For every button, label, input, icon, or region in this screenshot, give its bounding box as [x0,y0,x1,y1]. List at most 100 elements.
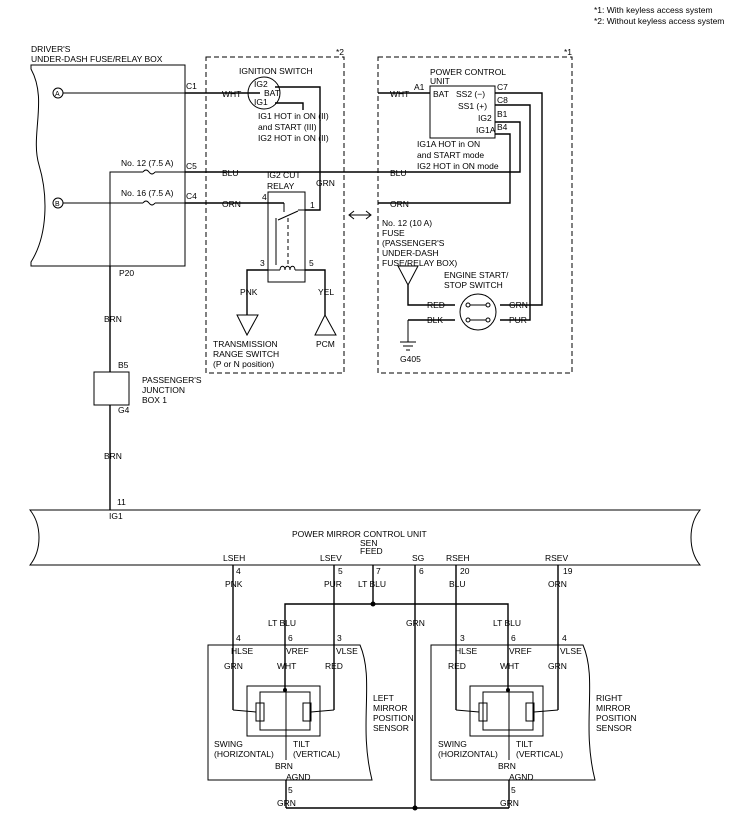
ls-pin-4: 4 [236,633,241,643]
ls-label-4: SENSOR [373,723,409,733]
pcu-ig1a: IG1A [476,125,496,135]
mcu-sen: SEN [360,538,377,548]
mcu-ig1: IG1 [109,511,123,521]
ls-agnd: AGND [286,772,311,782]
box2-mark: *2 [336,47,344,57]
relay-coil-icon [279,265,296,271]
left-mirror-position-sensor: 4 6 3 HLSE VREF VLSE GRN WHT RED LEFT MI… [207,633,414,795]
fuse10-label-2: FUSE [382,228,405,238]
ls-wire-red: RED [325,661,343,671]
ls-swing-2: (HORIZONTAL) [214,749,274,759]
rs-pin-4: 4 [562,633,567,643]
relay-pin-4: 4 [262,192,267,202]
pcu-label-2: UNIT [430,76,450,86]
ls-vref: VREF [286,646,309,656]
pcu-bat: BAT [433,89,449,99]
rs-hlse: HLSE [455,646,478,656]
ig2-cut-relay-icon [267,191,306,283]
wire-orn-mcu: ORN [548,579,567,589]
pin-c1: C1 [186,81,197,91]
pcu-desc-1: IG1A HOT in ON [417,139,480,149]
right-mirror-position-sensor: 3 6 4 HLSE VREF VLSE RED WHT GRN RIGHT M… [430,633,637,795]
mcu-lseh: LSEH [223,553,245,563]
ign-desc-1: IG1 HOT in ON (II) [258,111,329,121]
ls-wire-wht: WHT [277,661,296,671]
mcu-lsev: LSEV [320,553,342,563]
rs-pin-5: 5 [511,785,516,795]
wire-yel: YEL [318,287,334,297]
ls-tilt-2: (VERTICAL) [293,749,340,759]
alternative-arrow-icon [348,210,372,220]
pcu-label: POWER CONTROL [430,67,506,77]
relay-label: IG2 CUT [267,170,301,180]
rs-wire-wht: WHT [500,661,519,671]
relay-pin-3: 3 [260,258,265,268]
fuse-16-label: No. 16 (7.5 A) [121,188,174,198]
fuse-icon [142,169,156,175]
wire-ltblu-mcu: LT BLU [358,579,386,589]
wire-pnk: PNK [240,287,258,297]
ign-desc-2: and START (III) [258,122,317,132]
fuse-box-title-2: UNDER-DASH FUSE/RELAY BOX [31,54,163,64]
fuse-12-label: No. 12 (7.5 A) [121,158,174,168]
pcm-label: PCM [316,339,335,349]
wire-orn-pcu: ORN [390,199,409,209]
engine-start-stop-switch-icon [459,293,497,331]
pcu-box [429,85,496,139]
ls-label-3: POSITION [373,713,414,723]
rs-label-3: POSITION [596,713,637,723]
wire-wht: WHT [222,89,241,99]
pcu-pin-c7: C7 [497,82,508,92]
drivers-fuse-relay-box: DRIVER'S UNDER-DASH FUSE/RELAY BOX A B N… [30,44,197,278]
up-arrow-icon [314,313,337,336]
wire-grn-sg: GRN [406,618,425,628]
rs-agnd: AGND [509,772,534,782]
pcu-desc-2: and START mode [417,150,484,160]
wire-grn-ess: GRN [509,300,528,310]
rs-wire-brn: BRN [498,761,516,771]
mcu-pin-5: 5 [338,566,343,576]
trs-label-1: TRANSMISSION [213,339,278,349]
wire-pnk-mcu: PNK [225,579,243,589]
rs-swing-2: (HORIZONTAL) [438,749,498,759]
ignition-switch-icon [247,76,281,110]
mcu-title: POWER MIRROR CONTROL UNIT [292,529,427,539]
bat-label: BAT [264,88,280,98]
jb-label-2: JUNCTION [142,385,185,395]
ess-label-2: STOP SWITCH [444,280,503,290]
trs-label-2: RANGE SWITCH [213,349,279,359]
rs-swing: SWING [438,739,467,749]
pcu-ig2: IG2 [478,113,492,123]
rs-pin-3: 3 [460,633,465,643]
relay-pin-5: 5 [309,258,314,268]
pcu-pin-a1: A1 [414,82,425,92]
rs-wire-grn: GRN [548,661,567,671]
ls-hlse: HLSE [231,646,254,656]
pcu-pin-b1: B1 [497,109,508,119]
rs-vref: VREF [509,646,532,656]
wire-blu-pcu: BLU [390,168,407,178]
fuse-box-title: DRIVER'S [31,44,71,54]
wire-pur-mcu: PUR [324,579,342,589]
ls-tilt: TILT [293,739,310,749]
box1-mark: *1 [564,47,572,57]
ls-label-2: MIRROR [373,703,407,713]
pcu-ss1: SS1 (+) [458,101,487,111]
mcu-pin-4: 4 [236,566,241,576]
rs-wire-red: RED [448,661,466,671]
mcu-rseh: RSEH [446,553,470,563]
power-control-group: *1 POWER CONTROL UNIT WHT A1 BAT SS2 (−)… [377,47,573,374]
swing-potentiometer-icon [255,702,265,722]
rs-pin-6: 6 [511,633,516,643]
connector-a-label: A [55,91,60,98]
pin-c4: C4 [186,191,197,201]
wire-ltblu-right: LT BLU [493,618,521,628]
rs-tilt: TILT [516,739,533,749]
wire-brn-2: BRN [104,451,122,461]
rs-label-2: MIRROR [596,703,630,713]
wire-grn-box2: GRN [316,178,335,188]
pcu-pin-b4: B4 [497,122,508,132]
ls-wire-grn: GRN [224,661,243,671]
mirror-unit-outline [28,509,702,566]
